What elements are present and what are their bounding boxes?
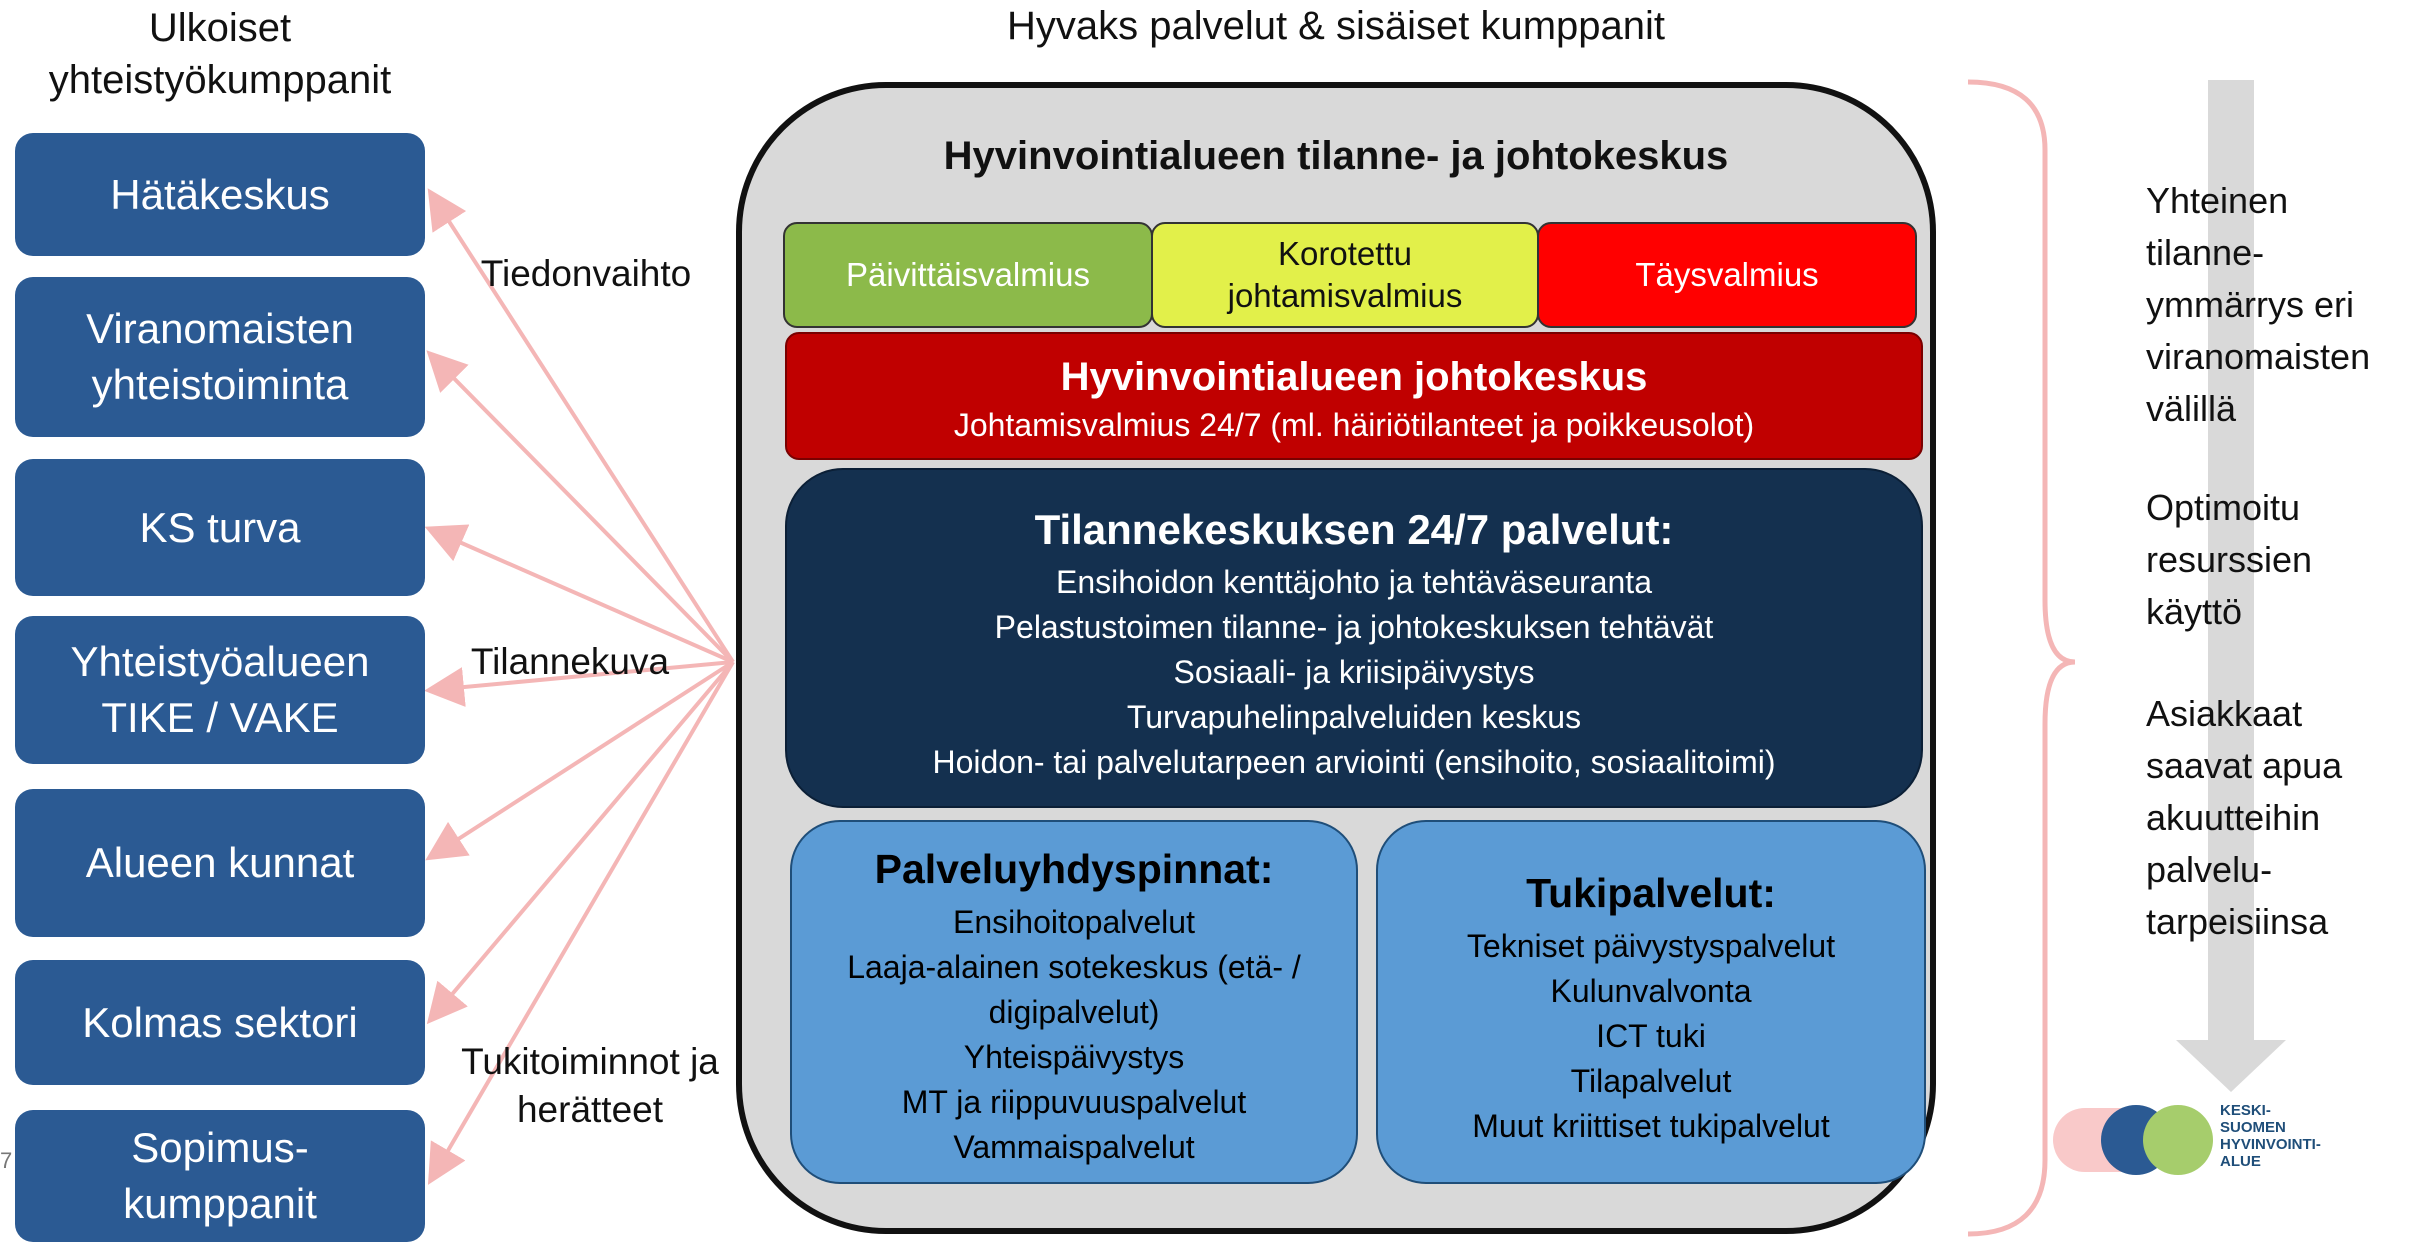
logo-circles-icon — [2053, 1105, 2213, 1175]
services-title: Tilannekeskuksen 24/7 palvelut: — [1034, 506, 1674, 553]
support-item: Tilapalvelut — [1570, 1063, 1732, 1099]
situation-center-title: Hyvinvointialueen tilanne- ja johtokesku… — [943, 134, 1729, 178]
arrow-yhteistyoalueen — [424, 660, 734, 707]
arrow-sopimus — [427, 660, 735, 1185]
level-elevated: Korotettu johtamisvalmius — [1151, 222, 1539, 328]
command-center-box: Hyvinvointialueen johtokeskus Johtamisva… — [785, 332, 1923, 460]
support-item: Muut kriittiset tukipalvelut — [1472, 1108, 1830, 1144]
support-item: ICT tuki — [1596, 1018, 1706, 1054]
arrow-ks-turva — [424, 524, 734, 664]
level-full: Täysvalmius — [1537, 222, 1917, 328]
benefit-shared-situational-awareness: Yhteinen tilanne- ymmärrys eri viranomai… — [2146, 180, 2371, 429]
arrow-kolmas-sektori — [426, 660, 735, 1025]
partner-kolmas-sektori: Kolmas sektori — [15, 960, 425, 1085]
label-tiedonvaihto: Tiedonvaihto — [480, 253, 692, 294]
page-number: 7 — [0, 1148, 13, 1173]
level-daily: Päivittäisvalmius — [783, 222, 1153, 328]
services-item: Turvapuhelinpalveluiden keskus — [1126, 699, 1582, 735]
arrow-hatakeskus — [427, 188, 735, 664]
services-item: Hoidon- tai palvelutarpeen arviointi (en… — [932, 744, 1776, 780]
support-item: Tekniset päivystyspalvelut — [1466, 928, 1836, 964]
label-tukitoiminnot: Tukitoiminnot ja herätteet — [461, 1041, 719, 1130]
logo-text: KESKI- SUOMEN HYVINVOINTI- ALUE — [2220, 1102, 2321, 1170]
service-interfaces-box: Palveluyhdyspinnat: Ensihoitopalvelut La… — [790, 820, 1358, 1184]
benefit-customers-help: Asiakkaat saavat apua akuutteihin palvel… — [2146, 693, 2343, 942]
down-arrow-shaft — [2208, 80, 2254, 1040]
support-title: Tukipalvelut: — [1526, 870, 1776, 916]
arrow-alueen-kunnat — [425, 660, 735, 861]
partner-ks-turva: KS turva — [15, 459, 425, 596]
arrow-viranomaisten — [426, 350, 735, 664]
partner-sopimuskumppanit: Sopimus- kumppanit — [15, 1110, 425, 1242]
partner-viranomaisten-yhteistoiminta: Viranomaisten yhteistoiminta — [15, 277, 425, 437]
interfaces-item: Vammaispalvelut — [953, 1129, 1195, 1165]
label-tilannekuva: Tilannekuva — [470, 641, 670, 682]
interfaces-item: Laaja-alainen sotekeskus (etä- / — [847, 949, 1301, 985]
partner-hatakeskus: Hätäkeskus — [15, 133, 425, 256]
services-item: Ensihoidon kenttäjohto ja tehtäväseurant… — [1056, 564, 1652, 600]
interfaces-item: MT ja riippuvuuspalvelut — [901, 1084, 1247, 1120]
organization-logo: KESKI- SUOMEN HYVINVOINTI- ALUE — [2050, 1100, 2360, 1180]
interfaces-item: Ensihoitopalvelut — [953, 904, 1195, 940]
benefit-optimized-resources: Optimoitu resurssien käyttö — [2146, 487, 2313, 632]
services-24-7-box: Tilannekeskuksen 24/7 palvelut: Ensihoid… — [785, 468, 1923, 808]
partner-yhteistyoalueen: Yhteistyöalueen TIKE / VAKE — [15, 616, 425, 764]
services-item: Sosiaali- ja kriisipäivystys — [1173, 654, 1535, 690]
support-item: Kulunvalvonta — [1550, 973, 1752, 1009]
internal-partners-header: Hyvaks palvelut & sisäiset kumppanit — [1006, 4, 1666, 48]
partner-alueen-kunnat: Alueen kunnat — [15, 789, 425, 937]
interfaces-item: Yhteispäivystys — [963, 1039, 1185, 1075]
external-partners-header: Ulkoiset yhteistyökumppanit — [48, 6, 392, 102]
right-bracket — [1967, 79, 2076, 1237]
down-arrow-head — [2176, 1040, 2286, 1092]
command-center-title: Hyvinvointialueen johtokeskus — [1060, 355, 1648, 399]
interfaces-title: Palveluyhdyspinnat: — [874, 846, 1274, 892]
support-services-box: Tukipalvelut: Tekniset päivystyspalvelut… — [1376, 820, 1926, 1184]
command-center-subtitle: Johtamisvalmius 24/7 (ml. häiriötilantee… — [953, 407, 1755, 443]
interfaces-item: digipalvelut) — [988, 994, 1160, 1030]
services-item: Pelastustoimen tilanne- ja johtokeskukse… — [994, 609, 1714, 645]
